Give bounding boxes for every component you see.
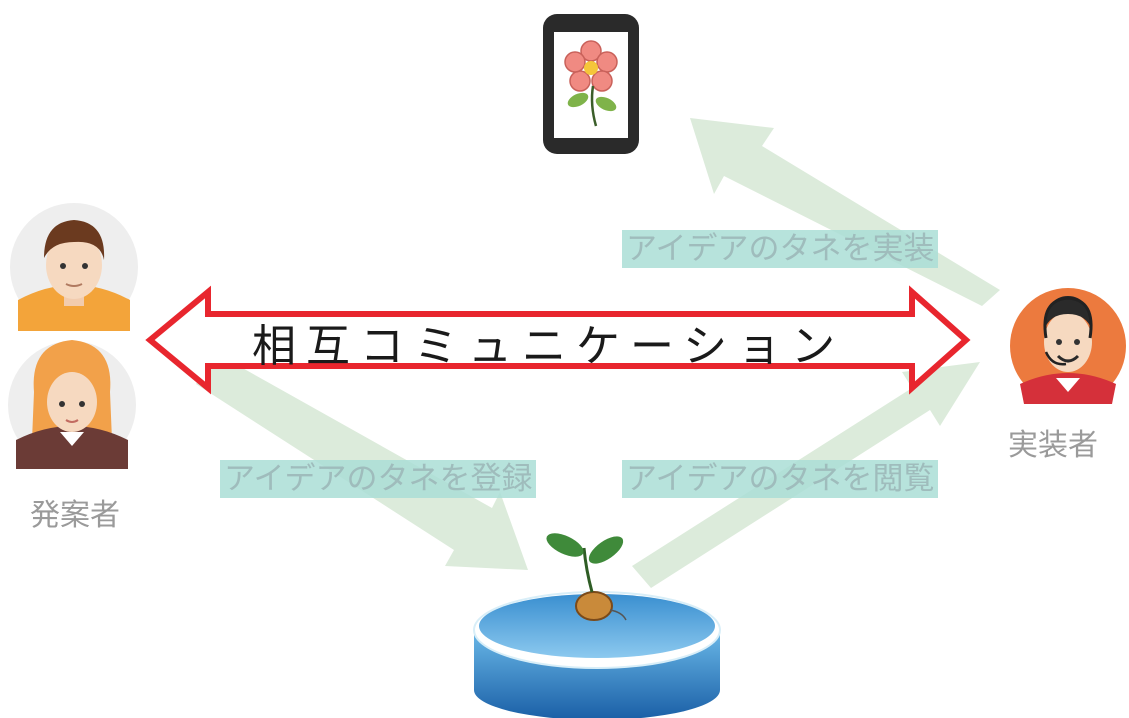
proposer-woman-avatar (8, 340, 136, 469)
browse-seed-label: アイデアのタネを閲覧 (622, 460, 939, 498)
arrow-implement (690, 118, 1000, 306)
implementer-headset-avatar (1010, 288, 1126, 404)
implementer-label: 実装者 (1008, 428, 1098, 463)
smartphone-flower-icon (543, 14, 639, 154)
mutual-communication-double-arrow (145, 285, 971, 395)
register-seed-label: アイデアのタネを登録 (220, 460, 537, 498)
seed-database-icon (473, 533, 721, 718)
implement-seed-label: アイデアのタネを実装 (622, 230, 939, 268)
proposer-man-avatar (10, 203, 138, 331)
mutual-communication-label: 相互コミュニケーション (252, 321, 846, 372)
proposer-label: 発案者 (30, 498, 120, 533)
